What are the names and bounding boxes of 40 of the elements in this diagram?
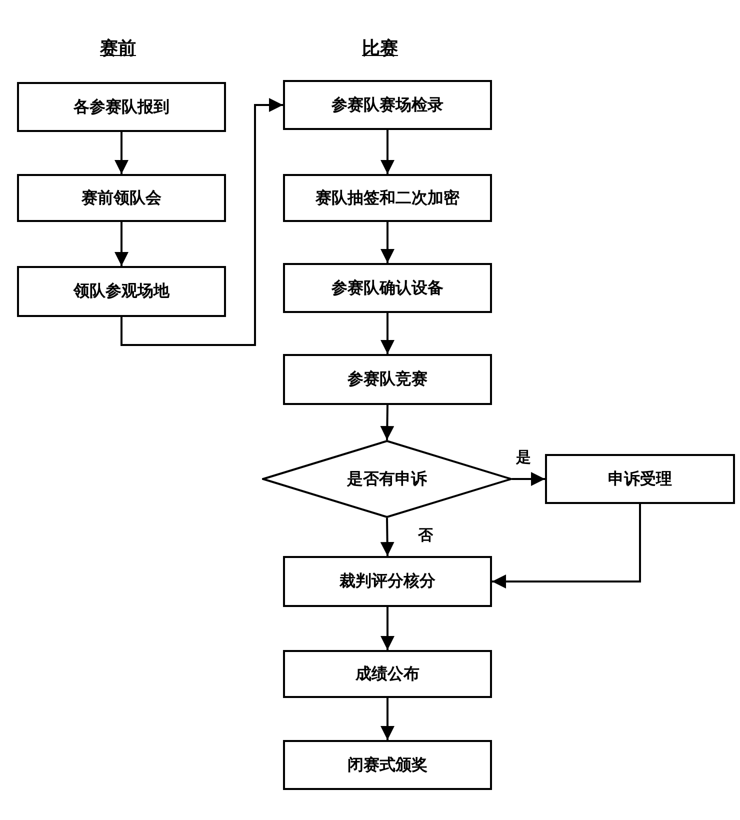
- arrow: [114, 222, 128, 266]
- arrow: [120, 98, 283, 346]
- step-label: 是否有申诉: [347, 468, 427, 490]
- arrow: [380, 313, 394, 354]
- process-box: [283, 174, 492, 222]
- step-label: 申诉受理: [608, 468, 672, 490]
- process-box: [283, 354, 492, 405]
- step-label: 参赛队确认设备: [332, 278, 444, 298]
- process-box: [283, 263, 492, 313]
- column-heading: 赛前: [100, 37, 136, 60]
- arrow: [380, 222, 394, 263]
- arrow: [492, 504, 641, 588]
- arrow: [512, 472, 545, 486]
- process-box: [17, 174, 226, 222]
- step-label: 赛前领队会: [82, 188, 162, 208]
- arrow: [380, 404, 394, 440]
- column-heading: 比赛: [362, 37, 398, 60]
- step-label: 各参赛队报到: [74, 96, 170, 118]
- edge-label: 是: [516, 448, 531, 467]
- process-box: [17, 82, 226, 132]
- step-label: 领队参观场地: [74, 281, 170, 302]
- process-box: [545, 454, 735, 504]
- arrow: [380, 607, 394, 650]
- step-label: 参赛队赛场检录: [332, 94, 444, 116]
- decision-diamond: [262, 440, 512, 518]
- process-box: [283, 740, 492, 790]
- process-box: [283, 650, 492, 698]
- step-label: 成绩公布: [356, 664, 420, 684]
- arrow: [380, 130, 394, 174]
- step-label: 赛队抽签和二次加密: [316, 188, 460, 208]
- edge-label: 否: [418, 526, 433, 545]
- step-label: 裁判评分核分: [340, 571, 436, 592]
- arrow: [380, 518, 394, 556]
- process-box: [283, 556, 492, 607]
- step-label: 参赛队竞赛: [348, 369, 428, 390]
- arrow: [114, 132, 128, 174]
- step-label: 闭赛式颁奖: [348, 754, 428, 776]
- arrow: [380, 698, 394, 740]
- process-box: [17, 266, 226, 317]
- process-box: [283, 80, 492, 130]
